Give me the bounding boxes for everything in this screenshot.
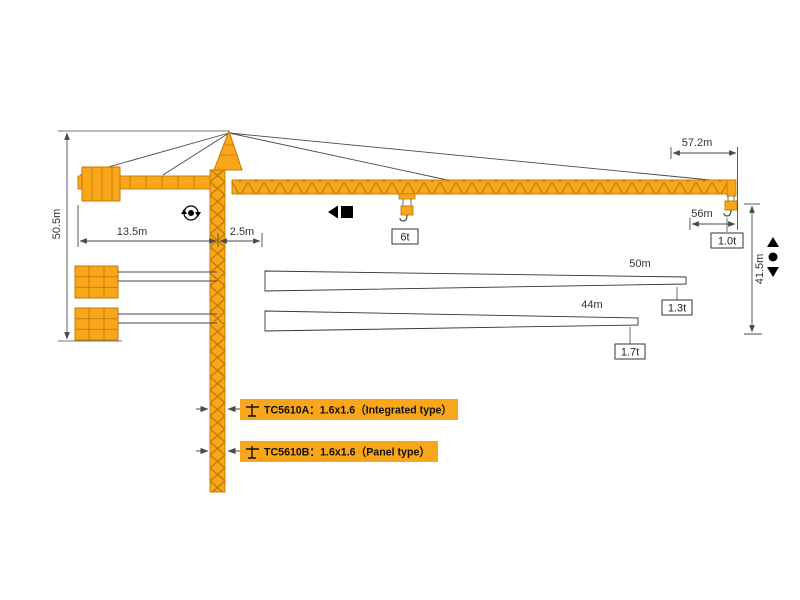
model-banner-b: TC5610B：1.6x1.6（Panel type） <box>196 441 438 462</box>
tower-head <box>213 129 243 171</box>
rear-offset-text: 2.5m <box>230 226 254 238</box>
jib-option-50m: 50m 1.3t <box>264 258 693 316</box>
main-jib <box>231 179 737 197</box>
hook-height-text: 41.5m <box>754 254 766 285</box>
jib-44-text: 44m <box>581 299 602 311</box>
counterweight-option-2 <box>74 307 217 341</box>
tie-rods <box>79 132 732 183</box>
model-banner-a: TC5610A：1.6x1.6（Integrated type） <box>196 399 458 420</box>
load-mid-text: 6t <box>400 232 409 244</box>
trolley-hook-mid <box>398 193 416 222</box>
tip-load-57-text: 1.0t <box>718 236 736 248</box>
dim-57-2m: 57.2m <box>670 137 738 230</box>
load-label-tip-57: 1.0t <box>710 218 744 249</box>
jib-tip <box>726 179 737 197</box>
tip-load-44-text: 1.7t <box>621 347 639 359</box>
dim-56m: 56m <box>689 208 736 230</box>
load-label-mid: 6t <box>391 228 419 245</box>
counterweight-option-1 <box>74 265 217 299</box>
counterweight-upper <box>81 166 121 202</box>
max-jib-text: 57.2m <box>682 137 713 149</box>
trolley-hook-tip <box>723 196 738 217</box>
mini-crane-icon <box>246 404 259 417</box>
dim-41-5m: 41.5m <box>744 203 766 335</box>
jib-56-text: 56m <box>691 208 712 220</box>
total-height-text: 50.5m <box>51 209 63 240</box>
jib-50-text: 50m <box>629 258 650 270</box>
hoist-up-down-icon <box>767 237 779 277</box>
counter-jib-radius-text: 13.5m <box>117 226 148 238</box>
tip-load-50-text: 1.3t <box>668 303 686 315</box>
dim-13-5m-2-5m: 13.5m 2.5m <box>77 205 263 247</box>
jib-option-44m: 44m 1.7t <box>264 299 646 360</box>
model-b-text: TC5610B：1.6x1.6（Panel type） <box>264 446 430 459</box>
trolley-travel-icon <box>328 205 353 219</box>
slewing-rotation-icon <box>181 205 201 221</box>
tower-mast <box>209 169 226 493</box>
mini-crane-icon <box>246 446 259 459</box>
dim-50-5m: 50.5m <box>51 130 229 342</box>
model-a-text: TC5610A：1.6x1.6（Integrated type） <box>264 404 452 417</box>
